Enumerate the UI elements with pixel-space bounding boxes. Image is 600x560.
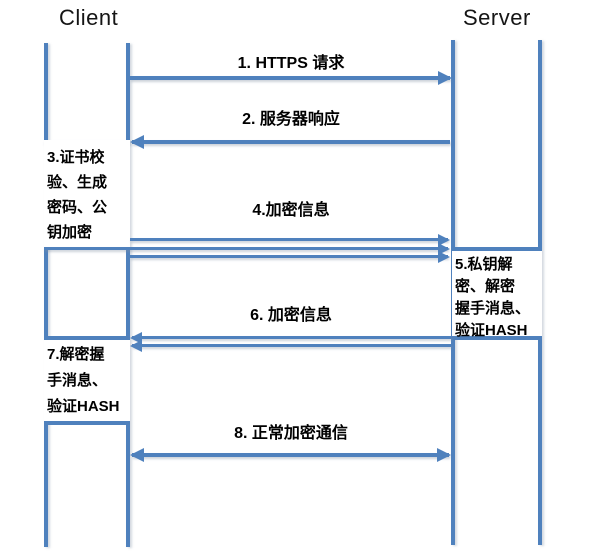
message-1-label: 1. HTTPS 请求 (237, 55, 345, 72)
message-2-label: 2. 服务器响应 (242, 111, 340, 128)
arrowhead-right-icon (437, 448, 451, 462)
message-1-arrow (130, 71, 452, 85)
message-6-arrow-line-1 (130, 331, 451, 344)
arrowhead-left-icon (130, 339, 142, 352)
client-lifeline-outer (44, 43, 48, 547)
note-3-client-processing: 3.证书校 验、生成 密码、公 钥加密 (44, 140, 130, 247)
message-4-arrow-line-3 (130, 250, 450, 263)
message-4-arrow-line-2 (44, 242, 450, 255)
message-6-arrow-line-2 (130, 339, 451, 352)
arrowhead-left-icon (130, 135, 144, 149)
arrowhead-right-icon (438, 71, 452, 85)
message-8-arrow (130, 448, 451, 462)
message-4-label: 4.加密信息 (252, 202, 330, 219)
message-2-arrow (130, 135, 450, 149)
client-actor-label: Client (59, 5, 119, 30)
note-7-client-processing: 7.解密握 手消息、 验证HASH (44, 336, 130, 425)
message-8-label: 8. 正常加密通信 (234, 425, 348, 442)
message-4-arrow-line-1 (130, 233, 450, 246)
arrowhead-left-icon (130, 448, 144, 462)
arrowhead-right-icon (438, 250, 450, 263)
note-5-server-processing: 5.私钥解 密、解密 握手消息、 验证HASH (452, 247, 542, 340)
client-lifeline-inner (126, 43, 130, 547)
server-actor-label: Server (463, 5, 531, 30)
message-6-label: 6. 加密信息 (250, 307, 332, 324)
